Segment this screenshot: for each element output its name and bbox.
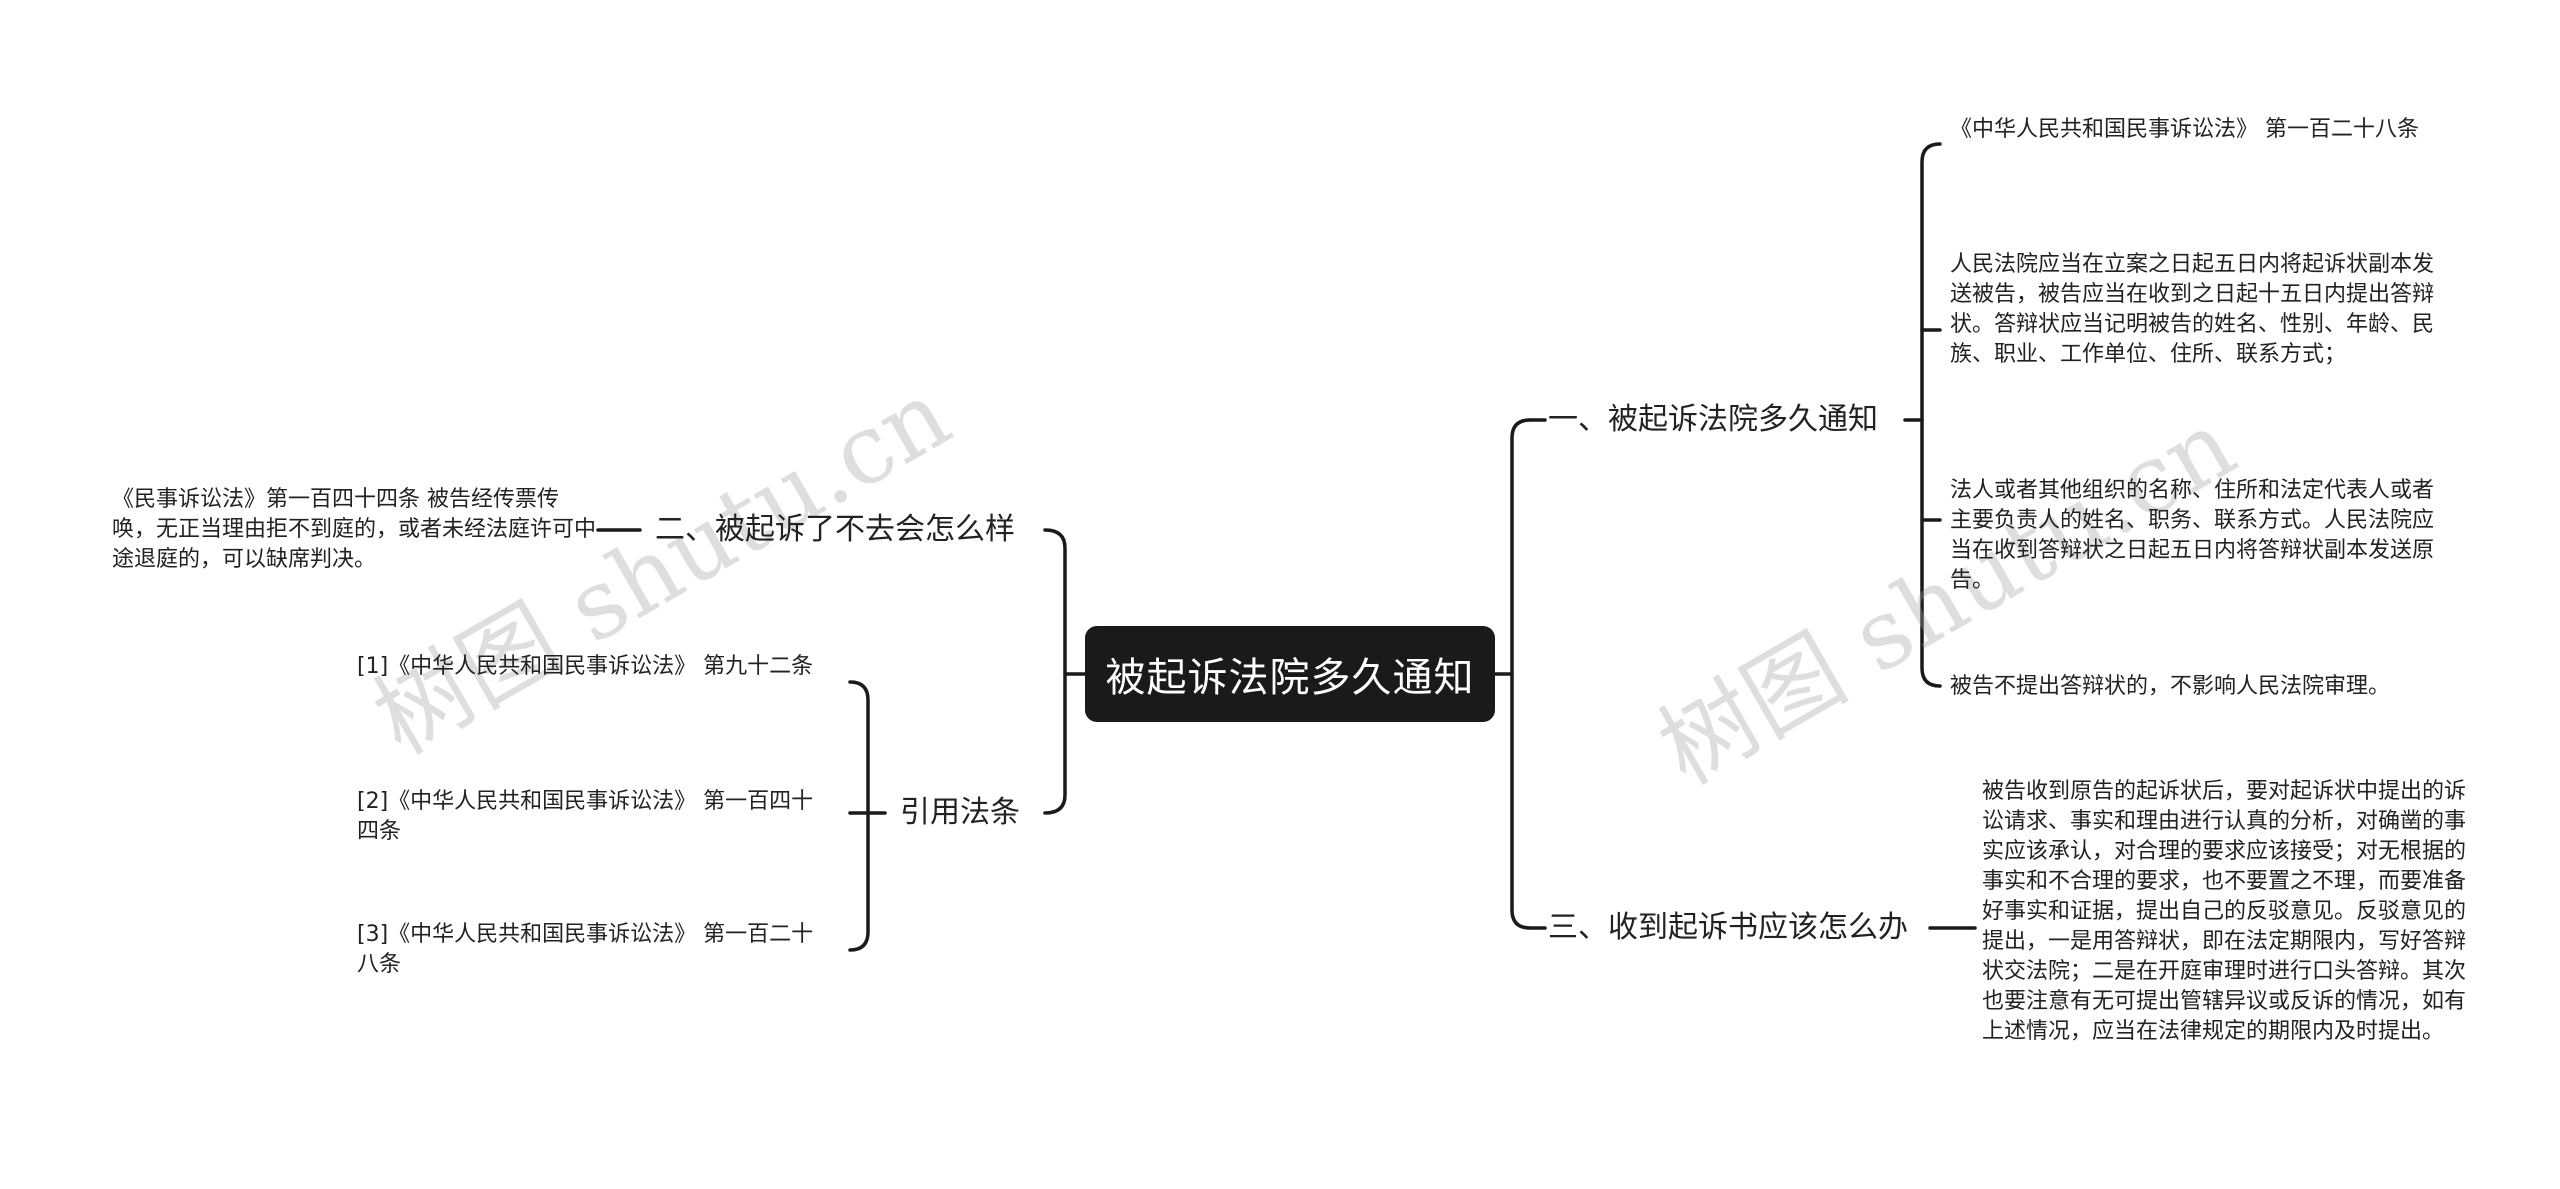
- leaf-node-1-3[interactable]: 法人或者其他组织的名称、住所和法定代表人或者主要负责人的姓名、职务、联系方式。人…: [1950, 478, 2435, 593]
- branch-node-1[interactable]: 一、被起诉法院多久通知: [1548, 402, 1878, 437]
- leaf-node-1-4[interactable]: 被告不提出答辩状的，不影响人民法院审理。: [1950, 674, 2391, 699]
- leaf-node-2-1[interactable]: 《民事诉讼法》第一百四十四条 被告经传票传唤，无正当理由拒不到庭的，或者未经法庭…: [112, 487, 597, 572]
- leaf-node-3-1[interactable]: 被告收到原告的起诉状后，要对起诉状中提出的诉讼请求、事实和理由进行认真的分析，对…: [1982, 779, 2467, 1044]
- root-node[interactable]: 被起诉法院多久通知: [1085, 626, 1495, 722]
- citation-leaf-3[interactable]: [3]《中华人民共和国民事诉讼法》 第一百二十八条: [357, 922, 814, 977]
- leaf-node-1-2[interactable]: 人民法院应当在立案之日起五日内将起诉状副本发送被告，被告应当在收到之日起十五日内…: [1950, 252, 2435, 367]
- leaf-node-1-1[interactable]: 《中华人民共和国民事诉讼法》 第一百二十八条: [1950, 117, 2419, 142]
- citation-leaf-2[interactable]: [2]《中华人民共和国民事诉讼法》 第一百四十四条: [357, 789, 814, 844]
- branch-node-2[interactable]: 二、被起诉了不去会怎么样: [655, 512, 1015, 547]
- branch-node-3[interactable]: 三、收到起诉书应该怎么办: [1548, 910, 1908, 945]
- branch-node-citations[interactable]: 引用法条: [900, 795, 1020, 830]
- citation-leaf-1[interactable]: [1]《中华人民共和国民事诉讼法》 第九十二条: [357, 654, 814, 679]
